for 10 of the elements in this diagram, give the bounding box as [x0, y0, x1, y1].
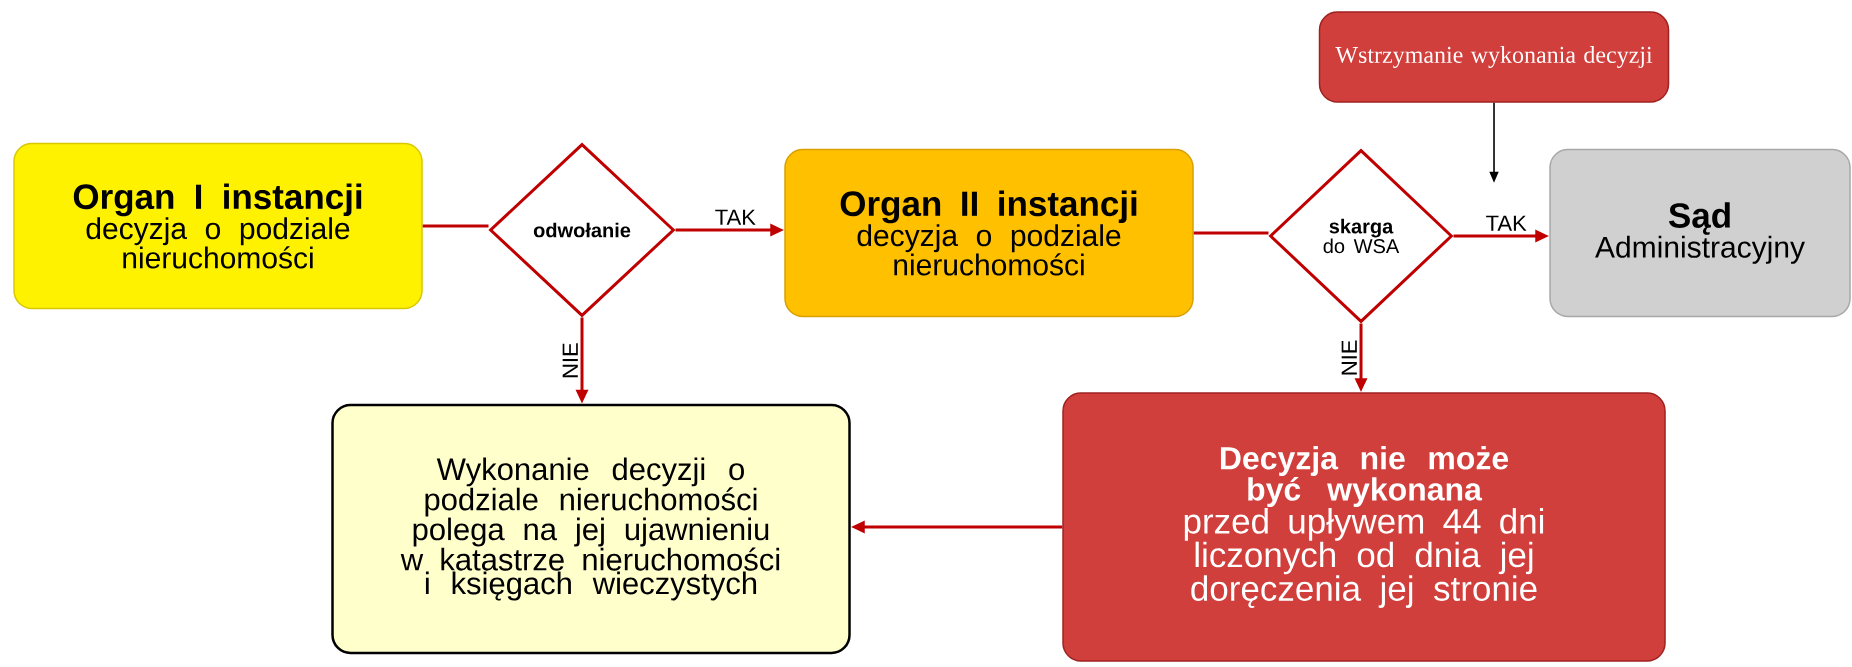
process-box: Organ II instancji decyzja o podziale nieruchomości [784, 148, 1194, 318]
edge-label: NIE [562, 343, 578, 378]
process-box: Sąd Administracyjny [1549, 148, 1851, 318]
note-box: Wykonanie decyzji o podziale nieruchomości polega na jej ujawnieniu w katastrze nieruchomości i księgach wieczystych [331, 403, 851, 655]
edge-label: TAK [1486, 215, 1527, 231]
process-box: Decyzja nie może być wykonana przed upływem 44 dni liczonych od dnia jej doręczenia jej stronie [1062, 392, 1666, 662]
edge-label: TAK [715, 209, 756, 225]
edge-label: NIE [1341, 340, 1357, 375]
process-box: Organ I instancji decyzja o podziale nieruchomości [13, 142, 423, 310]
process-box: Wstrzymanie wykonania decyzji [1318, 11, 1670, 103]
